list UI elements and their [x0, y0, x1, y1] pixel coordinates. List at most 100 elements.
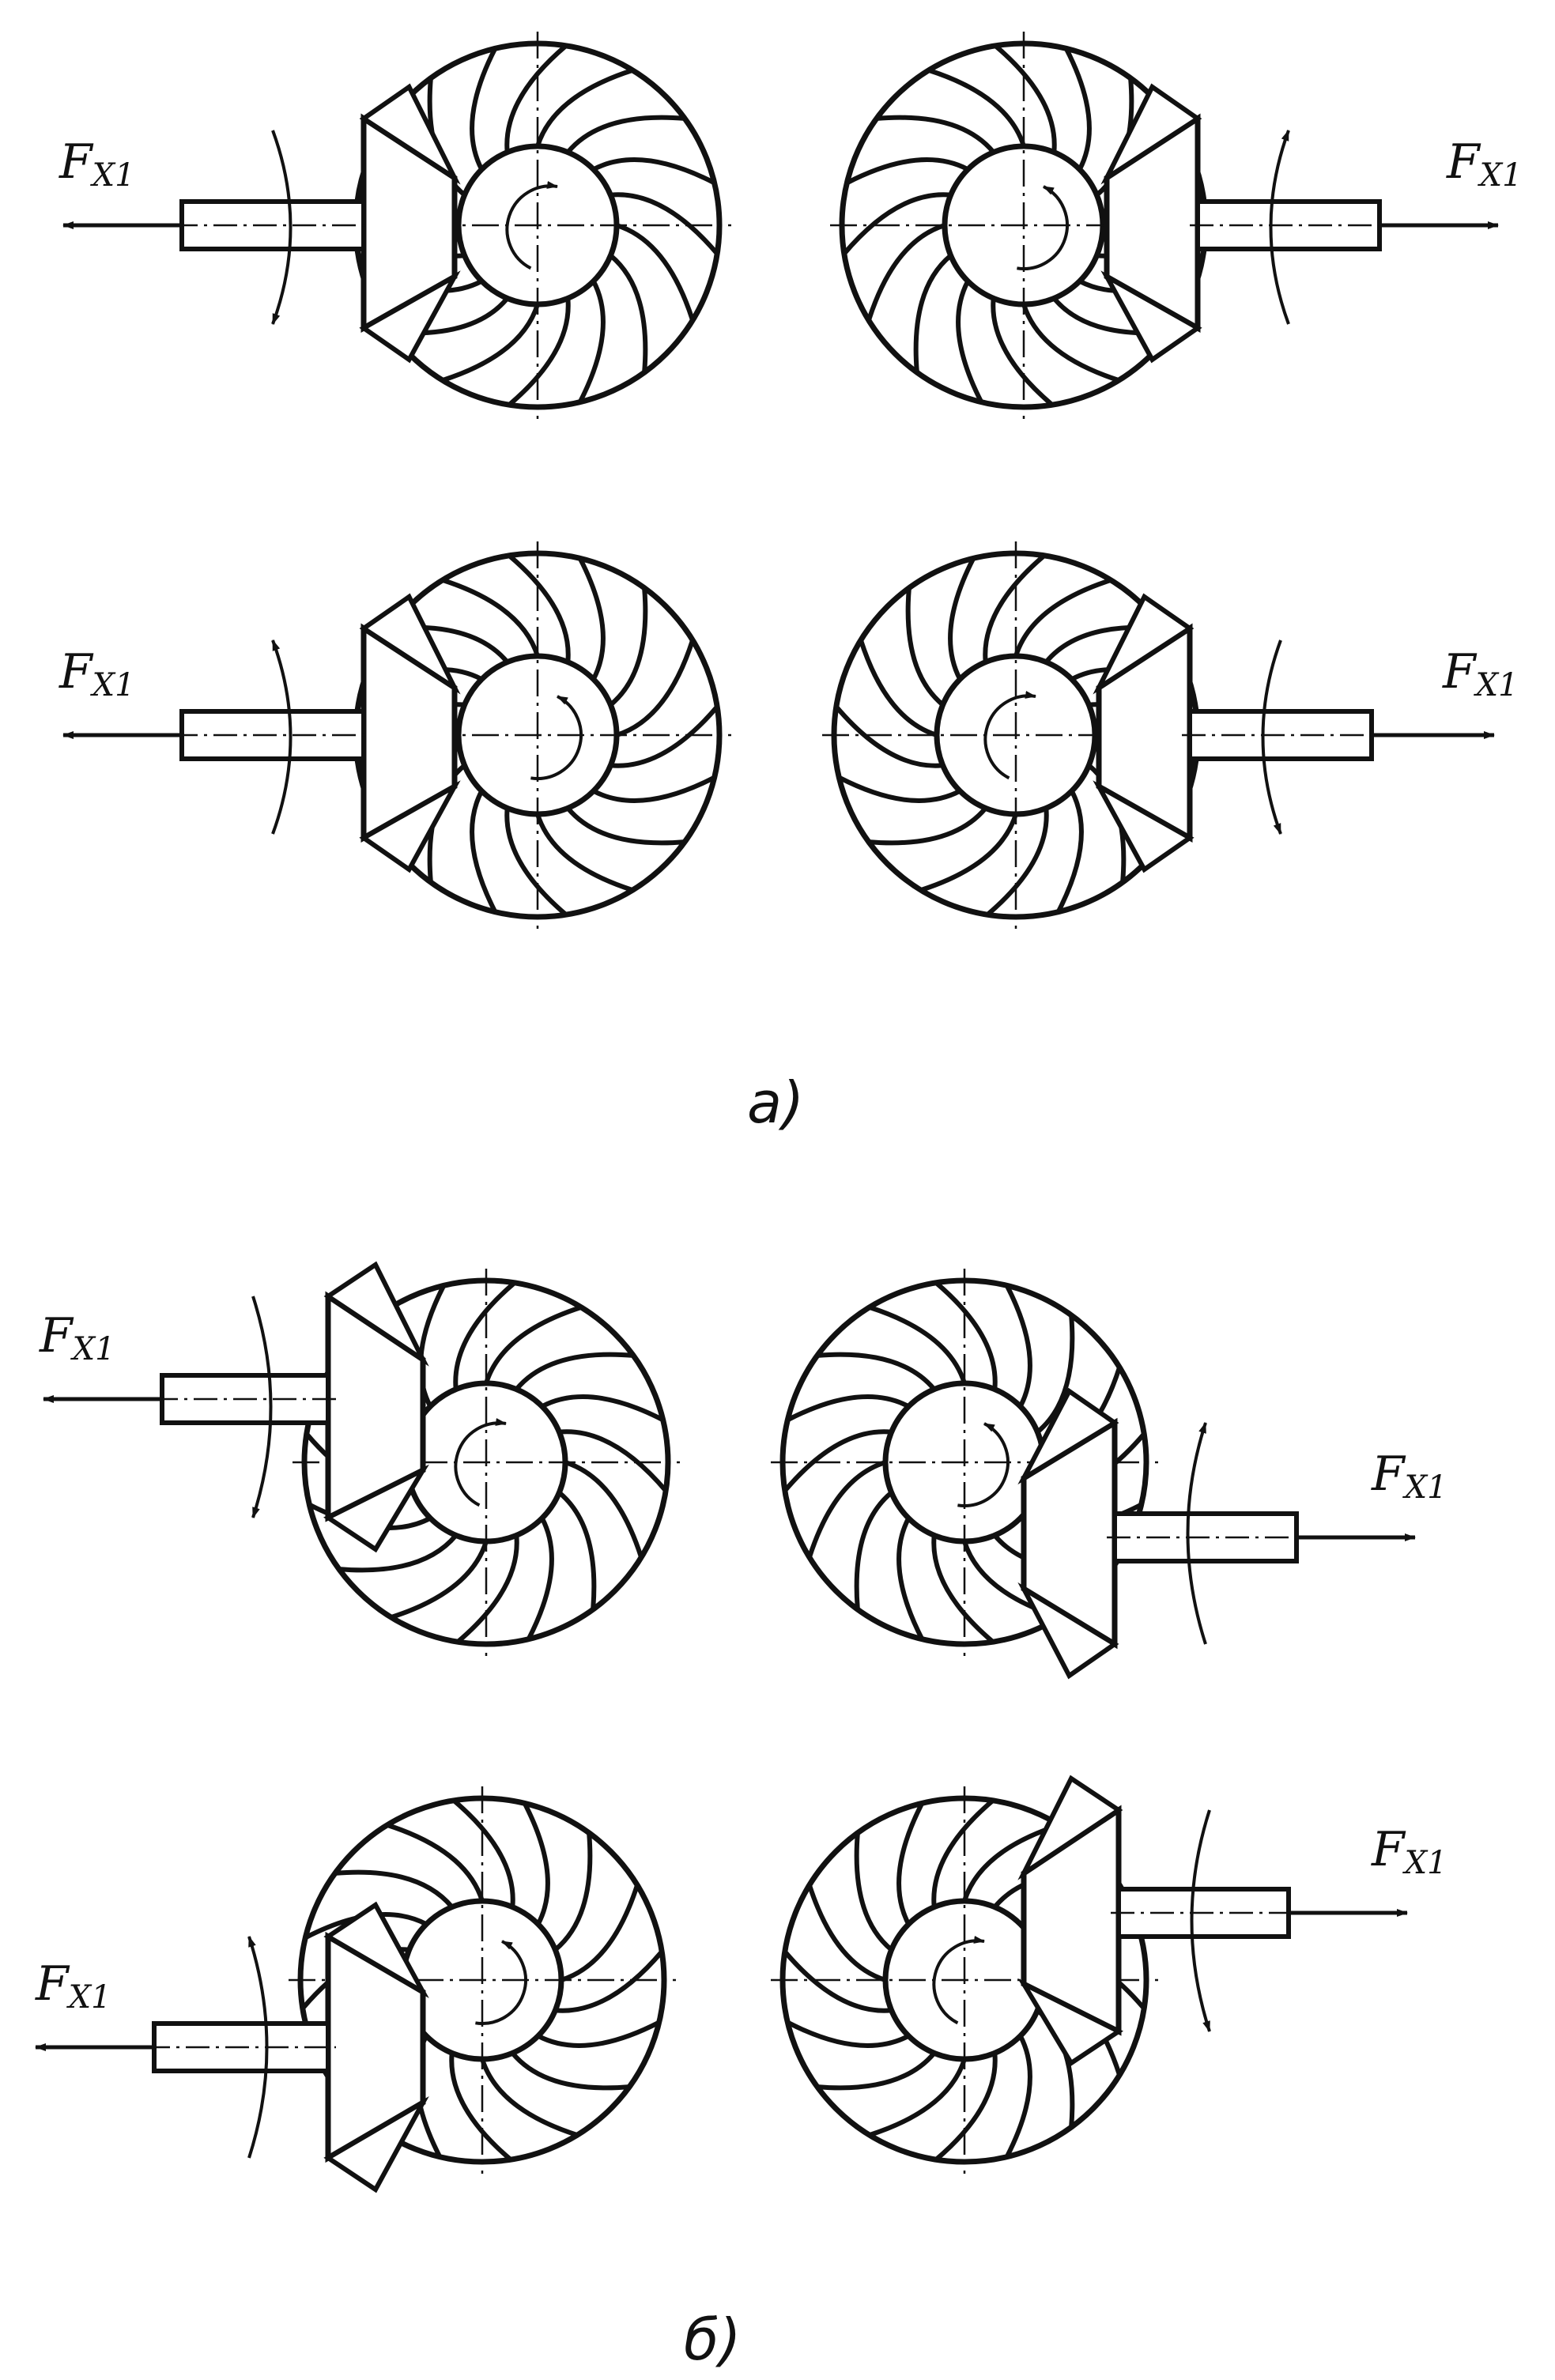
wheel-blade — [905, 587, 945, 707]
wheel-blade — [919, 813, 1018, 892]
wheel-blade — [449, 2053, 512, 2162]
force-label: FX1 — [39, 1308, 115, 1367]
pinion-tooth — [1017, 1978, 1123, 2067]
wheel-blade — [537, 2020, 661, 2048]
wheel-blade — [876, 115, 996, 154]
force-label: FX1 — [59, 644, 135, 703]
unit-b-bottom-right: FX1 — [771, 1775, 1447, 2174]
wheel-blade — [934, 2053, 998, 2162]
pinion-tooth — [1017, 1387, 1119, 1485]
wheel-blade — [845, 157, 969, 186]
pinion-tooth — [323, 1261, 429, 1367]
force-label: FX1 — [1446, 134, 1523, 194]
wheel-blade — [868, 1305, 967, 1384]
wheel-blade — [616, 223, 695, 322]
wheel-blade — [1004, 1284, 1032, 1408]
wheel-blade — [1004, 2035, 1032, 2159]
wheel-blade — [817, 1352, 937, 1391]
wheel-blade — [1013, 578, 1112, 657]
pinion-shaft — [35, 1901, 429, 2193]
pinion-tooth — [359, 593, 461, 695]
wheel-blade — [555, 1950, 664, 2013]
wheel-blade — [817, 2051, 937, 2091]
force-label: FX1 — [1371, 1446, 1447, 1506]
wheel-blade — [854, 1490, 893, 1610]
force-label: FX1 — [59, 134, 135, 194]
pinion-shaft — [1100, 83, 1499, 364]
wheel-blade — [609, 587, 648, 707]
shaft-rotation-arrow — [1190, 1809, 1211, 2032]
hub-rotation-arrow — [957, 1422, 1010, 1507]
wheel-blade — [786, 1394, 910, 1423]
wheel-blade — [334, 1869, 455, 1909]
unit-b-top-left: FX1 — [39, 1261, 680, 1656]
wheel-blade — [510, 2051, 630, 2091]
wheel-blade — [948, 556, 976, 681]
unit-a-bottom-right: FX1 — [822, 541, 1519, 929]
wheel-blade — [896, 1517, 925, 1641]
wheel-blade — [470, 47, 498, 171]
gear-wheel — [344, 32, 731, 419]
shaft-rotation-arrow — [271, 130, 293, 325]
wheel-blade — [934, 1281, 998, 1390]
wheel-blade — [535, 68, 634, 147]
wheel-blade — [837, 775, 961, 803]
wheel-blade — [927, 68, 1026, 147]
pinion-tooth — [359, 270, 461, 364]
wheel-blade — [508, 553, 571, 662]
wheel-blade — [541, 1394, 665, 1423]
wheel-blade — [859, 639, 938, 737]
hub-rotation-arrow — [983, 691, 1036, 780]
wheel-blade — [783, 1429, 892, 1492]
pinion-tooth — [1100, 270, 1202, 364]
wheel-blade — [868, 2058, 967, 2137]
force-label: FX1 — [1442, 644, 1519, 703]
hub-rotation-arrow — [475, 1940, 527, 2025]
unit-a-top-left: FX1 — [59, 32, 731, 419]
wheel-blade — [1021, 304, 1120, 383]
wheel-blade — [592, 157, 716, 186]
pinion-shaft — [62, 593, 461, 873]
unit-b-bottom-left: FX1 — [35, 1786, 676, 2193]
wheel-blade — [390, 1541, 489, 1620]
hub-rotation-arrow — [932, 1936, 985, 2025]
wheel-blade — [1055, 790, 1084, 914]
wheel-blade — [931, 1535, 995, 1644]
pinion-tooth — [323, 1901, 429, 1999]
unit-a-bottom-left: FX1 — [59, 541, 731, 929]
hub-rotation-arrow — [530, 695, 583, 780]
shaft-rotation-arrow — [271, 639, 293, 835]
unit-a-top-right: FX1 — [830, 32, 1523, 419]
wheel-blade — [564, 1460, 644, 1559]
pinion-shaft — [1017, 1775, 1408, 2067]
wheel-blade — [913, 253, 953, 373]
shaft-rotation-arrow — [247, 1936, 269, 2159]
pinion-shaft — [62, 83, 461, 364]
pinion-tooth — [323, 1464, 429, 1553]
wheel-blade — [577, 556, 606, 681]
wheel-blade — [453, 1281, 516, 1390]
panel-caption: б) — [684, 2306, 742, 2373]
wheel-blade — [610, 192, 719, 255]
wheel-blade — [441, 578, 540, 657]
shaft-rotation-arrow — [1186, 1422, 1207, 1645]
wheel-blade — [610, 705, 719, 768]
wheel-blade — [514, 1352, 634, 1391]
shaft-rotation-arrow — [251, 1296, 273, 1518]
pinion-shaft — [1093, 593, 1495, 873]
wheel-blade — [1036, 1314, 1075, 1435]
shaft-rotation-arrow — [1261, 639, 1282, 835]
wheel-blade — [807, 1460, 886, 1559]
wheel-blade — [470, 790, 498, 914]
hub-rotation-arrow — [505, 181, 558, 270]
unit-b-top-right: FX1 — [771, 1269, 1447, 1680]
wheel-blade — [441, 304, 540, 383]
wheel-blade — [386, 1823, 485, 1902]
wheel-blade — [931, 1798, 995, 1907]
pinion-shaft — [1017, 1387, 1416, 1680]
pinion-tooth — [1017, 1775, 1123, 1880]
wheel-blade — [480, 2058, 579, 2137]
wheel-blade — [896, 1801, 925, 1925]
wheel-blade — [1063, 47, 1092, 171]
pinion-tooth — [359, 83, 461, 185]
